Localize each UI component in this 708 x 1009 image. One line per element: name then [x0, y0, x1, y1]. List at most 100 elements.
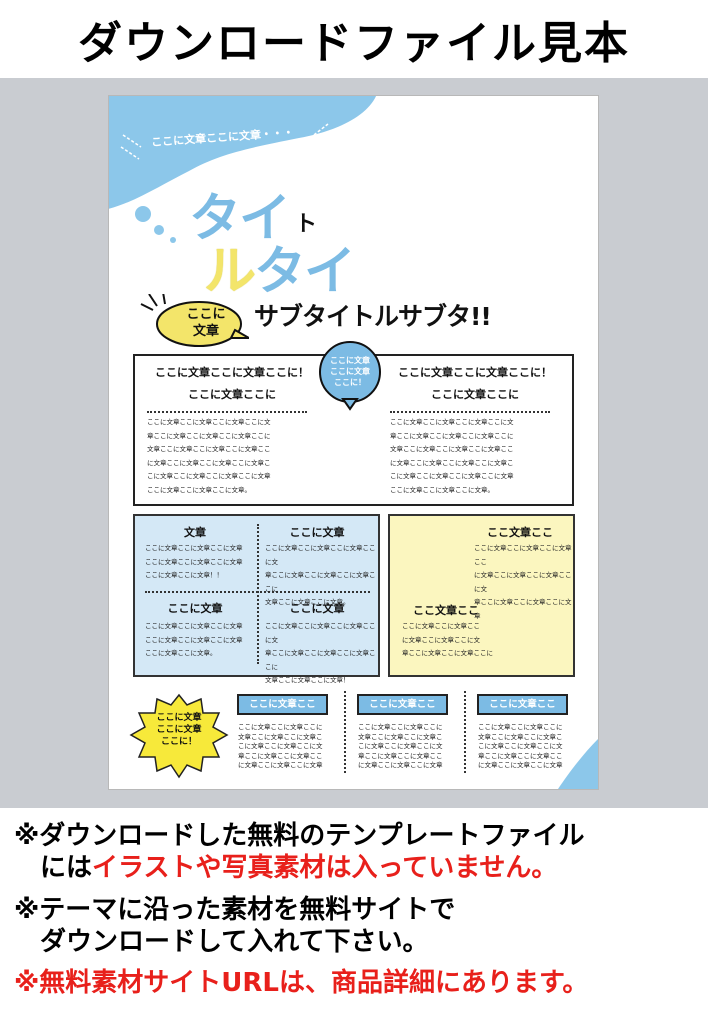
note-line: ダウンロードして入れて下さい。: [40, 927, 429, 957]
body-line: ここに文章ここに文章ここに文章ここに文: [265, 544, 376, 566]
cell-heading: ここ文章ここ: [487, 526, 553, 539]
body-line: ここに文章ここに文章ここに: [358, 723, 443, 731]
body-line: ここに文章ここに文章ここに文章: [145, 557, 243, 566]
body-line: に文章ここに文章ここに文: [402, 635, 480, 644]
title-part: ト: [295, 212, 317, 237]
dotted-divider: [145, 591, 370, 593]
body-line: に文章ここに文章ここに文章ここに文章こ: [147, 458, 271, 467]
body-line: 文章ここに文章ここに文章こ: [358, 732, 443, 741]
title-line-1: タイト: [189, 176, 317, 251]
body-line: 章ここに文章ここに文章ここ: [358, 751, 443, 760]
yellow-info-box: ここ文章ここ ここに文章ここに文章ここに文章ここ に文章ここに文章ここに文章ここ…: [388, 514, 575, 677]
cell-heading: 文章: [184, 526, 206, 539]
dotted-divider: [464, 691, 466, 773]
body-line: こに文章ここに文章ここに文章ここに文章: [390, 472, 514, 480]
title-part: ル: [204, 242, 256, 302]
speech-line: ここに: [186, 307, 226, 322]
bubble-line: ここに文章: [330, 367, 370, 376]
heading-line: ここに文章ここに文章ここに！: [398, 366, 552, 379]
body-line: 章ここに文章ここに文章ここに文章ここに: [265, 649, 376, 671]
note-text-red: イラストや写真素材は入っていません。: [92, 853, 558, 883]
dotted-divider: [147, 411, 307, 413]
heading-line: ここに文章ここに: [431, 388, 519, 401]
note-1: ※ダウンロードした無料のテンプレートファイル にはイラストや写真素材は入っていま…: [14, 820, 585, 884]
body-line: 章ここに文章ここに文章ここに: [402, 649, 493, 657]
body-line: 章ここに文章ここに文章ここに文章: [474, 598, 572, 620]
body-line: に文章ここに文章ここに文章: [238, 761, 323, 769]
cell-heading: ここに文章: [289, 526, 345, 539]
note-line: ※テーマに沿った素材を無料サイトで: [14, 895, 456, 925]
body-line: 章ここに文章ここに文章ここに文章ここに: [265, 571, 376, 593]
title-part: タイ: [189, 189, 291, 249]
starburst-badge-shape: [129, 693, 229, 779]
column-tag: ここに文章ここ: [477, 694, 568, 715]
cell-heading: ここに文章: [167, 602, 223, 615]
right-heading: ここに文章ここに文章ここに！ ここに文章ここに: [390, 362, 560, 406]
body-line: ここに文章ここに文章ここ: [402, 622, 480, 630]
body-line: ここに文章ここに文章ここに文章ここに文: [147, 418, 271, 426]
body-line: こに文章ここに文章ここに文: [358, 742, 443, 750]
body-line: 章ここに文章ここに文章ここ: [238, 751, 323, 760]
heading-line: ここに文章ここに文章ここに！: [155, 366, 309, 379]
column-body: ここに文章ここに文章ここに 文章ここに文章ここに文章こ こに文章ここに文章ここに…: [358, 723, 443, 771]
flyer-sheet: ここに文章ここに文章・・・ タイト ルタイ ここに 文章 サブタイトルサブタ!!…: [108, 95, 599, 790]
title-line-2: ルタイ: [204, 229, 356, 304]
bubble-line: ここに！: [334, 378, 366, 387]
note-line: にはイラストや写真素材は入っていません。: [14, 852, 585, 884]
body-line: 文章ここに文章ここに文章ここに文章ここ: [147, 445, 271, 453]
body-line: に文章ここに文章ここに文章ここに文章こ: [390, 458, 514, 467]
body-line: こに文章ここに文章ここに文: [478, 742, 563, 750]
cell-body: ここに文章ここに文章ここ に文章ここに文章ここに文 章ここに文章ここに文章ここに: [402, 620, 493, 661]
cell-heading: ここ文章ここ: [413, 604, 479, 617]
note-2: ※テーマに沿った素材を無料サイトで ダウンロードして入れて下さい。: [14, 894, 455, 958]
blue-info-box: 文章 ここに文章 ここに文章 ここに文章 ここに文章ここに文章ここに文章 ここに…: [133, 514, 380, 684]
body-line: に文章ここに文章ここに文章: [358, 761, 443, 769]
body-line: ここに文章ここに文章ここに文章ここに文: [390, 418, 514, 426]
body-line: ここに文章ここに文章ここに: [478, 723, 563, 731]
column-body: ここに文章ここに文章ここに 文章ここに文章ここに文章こ こに文章ここに文章ここに…: [478, 723, 563, 771]
cell-body: ここに文章ここに文章ここに文章ここに文 章ここに文章ここに文章ここに文章ここに …: [265, 620, 378, 688]
blue-wave-shape: [109, 96, 376, 209]
starburst-text: ここに文章 ここに文章 ここに！: [139, 712, 219, 748]
cell-body: ここに文章ここに文章ここに文章 ここに文章ここに文章ここに文章 ここに文章ここに…: [145, 542, 243, 583]
star-line: ここに文章: [156, 725, 202, 735]
body-line: ここに文章ここに文章！！: [145, 571, 223, 579]
body-line: こに文章ここに文章ここに文章ここに文章: [147, 472, 271, 480]
body-line: 文章ここに文章ここに文章こ: [238, 732, 323, 741]
cell-heading: ここに文章: [289, 602, 345, 615]
body-line: 章ここに文章ここに文章ここに文章ここに: [390, 431, 514, 440]
sparkle-lines-right: [309, 123, 333, 147]
subtitle: サブタイトルサブタ!!: [254, 302, 492, 331]
body-line: ここに文章ここに文章ここに文章。: [147, 485, 251, 494]
body-line: 文章ここに文章ここに文章。: [265, 598, 350, 606]
speech-line: 文章: [192, 324, 219, 339]
star-line: ここに！: [160, 737, 197, 747]
title-part: タイ: [254, 242, 356, 302]
column-tag: ここに文章ここ: [237, 694, 328, 715]
sparkle-lines-left: [120, 134, 142, 160]
column-tag: ここに文章ここ: [357, 694, 448, 715]
body-line: 章ここに文章ここに文章ここ: [478, 751, 563, 760]
note-3: ※無料素材サイトURLは、商品詳細にあります。: [14, 968, 589, 998]
body-line: ここに文章ここに文章。: [145, 649, 217, 657]
column-body: ここに文章ここに文章ここに 文章ここに文章ここに文章こ こに文章ここに文章ここに…: [238, 723, 323, 771]
dotted-divider: [390, 411, 550, 413]
body-line: ここに文章ここに文章ここに文章: [145, 635, 243, 644]
bubble-text: ここに文章 ここに文章 ここに！: [321, 355, 379, 388]
speech-text: ここに 文章: [171, 306, 241, 340]
right-body: ここに文章ここに文章ここに文章ここに文 章ここに文章ここに文章ここに文章ここに …: [390, 416, 514, 497]
page-heading: ダウンロードファイル見本: [0, 0, 708, 78]
body-line: 文章ここに文章ここに文章ここに文章ここ: [390, 445, 514, 453]
body-line: に文章ここに文章ここに文章: [478, 761, 563, 769]
body-line: こに文章ここに文章ここに文: [238, 742, 323, 750]
bubble-line: ここに文章: [330, 356, 370, 365]
round-bubble-shape: [319, 341, 381, 411]
left-body: ここに文章ここに文章ここに文章ここに文 章ここに文章ここに文章ここに文章ここに …: [147, 416, 271, 497]
body-line: に文章ここに文章ここに文章ここに文: [474, 571, 572, 593]
dotted-divider: [344, 691, 346, 773]
left-heading: ここに文章ここに文章ここに！ ここに文章ここに: [147, 362, 317, 406]
body-line: ここに文章ここに文章ここに文章: [145, 544, 243, 552]
dotted-divider: [257, 524, 259, 664]
page-heading-text: ダウンロードファイル見本: [78, 18, 630, 69]
note-text: には: [40, 853, 93, 883]
